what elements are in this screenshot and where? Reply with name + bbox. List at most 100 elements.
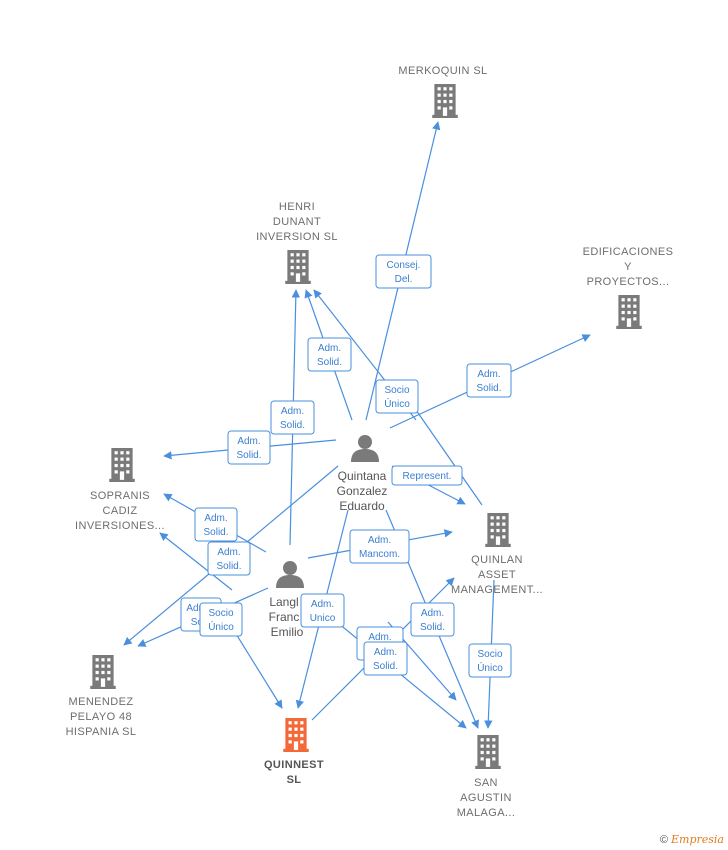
- person-name: Quintana: [338, 469, 387, 483]
- building-icon: [90, 655, 116, 689]
- company-node-sopranis[interactable]: SOPRANIS CADIZ INVERSIONES...: [75, 448, 165, 532]
- edge-label-adm-solid[interactable]: Adm. Solid.: [410, 602, 455, 637]
- edge-label-line: Socio: [384, 385, 409, 396]
- company-node-edificaciones[interactable]: EDIFICACIONES Y PROYECTOS...: [583, 246, 674, 329]
- edge-label-line: Único: [384, 397, 410, 410]
- company-name: AGUSTIN: [460, 792, 512, 804]
- edge-label-line: Adm.: [186, 603, 209, 614]
- edge-label-adm-unico[interactable]: Adm. Unico: [300, 593, 345, 628]
- edge-label-line: Adm.: [368, 632, 391, 643]
- edge-label-line: Mancom.: [359, 549, 400, 560]
- company-node-quinlan[interactable]: QUINLAN ASSET MANAGEMENT...: [451, 513, 543, 596]
- edge-label-line: Solid.: [317, 357, 342, 368]
- brand-logo: Empresia: [671, 833, 724, 846]
- edge-label-adm-solid[interactable]: Adm. Solid.: [363, 641, 408, 676]
- company-name: SAN: [474, 777, 498, 789]
- person-node-quintana[interactable]: Quintana Gonzalez Eduardo: [337, 435, 388, 513]
- building-icon: [475, 735, 501, 769]
- company-name: MANAGEMENT...: [451, 584, 543, 596]
- person-name: Franc: [269, 610, 300, 624]
- person-name: Langl: [269, 595, 298, 609]
- company-name: HISPANIA SL: [66, 726, 137, 738]
- edge-label-adm-solid[interactable]: Adm. Solid.: [270, 400, 315, 435]
- edge-label-socio-unico[interactable]: Socio Único: [199, 602, 243, 637]
- person-icon: [351, 435, 379, 462]
- building-icon: [109, 448, 135, 482]
- edge-label-adm-mancom[interactable]: Adm. Mancom.: [349, 529, 410, 564]
- person-name: Emilio: [271, 625, 304, 639]
- edge-label-line: Adm.: [318, 343, 341, 354]
- edge-label-line: Adm.: [217, 547, 240, 558]
- edge-label-adm-solid[interactable]: Adm. Solid.: [307, 337, 352, 372]
- company-node-quinnest[interactable]: QUINNEST SL: [264, 718, 324, 786]
- company-node-merkoquin[interactable]: MERKOQUIN SL: [398, 65, 487, 118]
- company-name: DUNANT: [273, 216, 321, 228]
- company-name: CADIZ: [103, 505, 138, 517]
- edge-label-line: Solid.: [280, 420, 305, 431]
- building-icon: [485, 513, 511, 547]
- edge-label-socio-unico[interactable]: Socio Único: [375, 379, 419, 414]
- person-node-langley[interactable]: Langl Franc Emilio: [269, 561, 304, 639]
- edge-label-socio-unico[interactable]: Socio Único: [468, 643, 512, 678]
- person-icon: [276, 561, 304, 588]
- building-icon: [616, 295, 642, 329]
- company-node-henri-dunant[interactable]: HENRI DUNANT INVERSION SL: [256, 201, 338, 284]
- company-name: QUINNEST: [264, 759, 324, 771]
- person-name: Eduardo: [339, 499, 385, 513]
- company-name: HENRI: [279, 201, 315, 213]
- company-name: PELAYO 48: [70, 711, 132, 723]
- company-name: PROYECTOS...: [587, 276, 670, 288]
- edge-label-line: Unico: [310, 613, 336, 624]
- company-name: EDIFICACIONES: [583, 246, 674, 258]
- company-name: QUINLAN: [471, 554, 523, 566]
- company-node-menendez[interactable]: MENENDEZ PELAYO 48 HISPANIA SL: [66, 655, 137, 738]
- company-name: INVERSION SL: [256, 231, 338, 243]
- edge-label-line: Adm.: [421, 608, 444, 619]
- edge-label-line: Único: [208, 620, 234, 633]
- edge-label-line: Único: [477, 661, 503, 674]
- building-icon: [285, 250, 311, 284]
- company-name: SOPRANIS: [90, 490, 150, 502]
- company-node-san-agustin[interactable]: SAN AGUSTIN MALAGA...: [457, 735, 516, 819]
- company-name: Y: [624, 261, 632, 273]
- edge-label-line: Sol: [191, 617, 205, 628]
- edge-label-line: Consej.: [387, 260, 421, 271]
- edge-labels: Consej. Del. Adm. Solid. Socio Único Adm…: [180, 254, 512, 678]
- copyright-symbol: ©: [659, 834, 668, 846]
- footer-brand: © Empresia: [660, 833, 724, 846]
- company-name: INVERSIONES...: [75, 520, 165, 532]
- edge-label-line: Solid.: [216, 561, 241, 572]
- company-name: SL: [287, 774, 302, 786]
- edge-label-line: Solid.: [203, 527, 228, 538]
- company-name: MERKOQUIN SL: [398, 65, 487, 77]
- edge-label-line: Solid.: [373, 661, 398, 672]
- edge-label-line: Socio: [208, 608, 233, 619]
- edge-label-line: Socio: [477, 649, 502, 660]
- edge-label-line: Adm.: [237, 436, 260, 447]
- edge-label-line: Adm.: [477, 369, 500, 380]
- edge-label-consej[interactable]: Consej. Del.: [375, 254, 432, 289]
- edge-label-line: Adm.: [368, 535, 391, 546]
- building-icon: [283, 718, 309, 752]
- edge-label-line: Represent.: [403, 471, 452, 482]
- edge-label-line: Del.: [395, 274, 413, 285]
- edge-label-line: Solid.: [236, 450, 261, 461]
- edge-label-line: Solid.: [420, 622, 445, 633]
- company-name: ASSET: [478, 569, 516, 581]
- edge-label-line: Adm.: [311, 599, 334, 610]
- edge-label-adm-solid[interactable]: Adm. Solid.: [207, 541, 251, 576]
- edge-label-line: Adm.: [374, 647, 397, 658]
- edge-quintana-quinlan: [415, 409, 483, 506]
- edge-label-line: Adm.: [281, 406, 304, 417]
- building-icon: [432, 84, 458, 118]
- company-name: MENENDEZ: [69, 696, 134, 708]
- edge-label-line: Adm.: [204, 513, 227, 524]
- edge-label-represent[interactable]: Represent.: [391, 465, 463, 486]
- edge-label-adm-solid[interactable]: Adm. Solid.: [466, 363, 512, 398]
- edge-label-adm-solid[interactable]: Adm. Solid.: [227, 430, 271, 465]
- edge-label-adm-solid[interactable]: Adm. Solid.: [194, 507, 238, 542]
- person-name: Gonzalez: [337, 484, 388, 498]
- edge-langley-quinnest: [159, 532, 233, 591]
- edge-label-line: Solid.: [476, 383, 501, 394]
